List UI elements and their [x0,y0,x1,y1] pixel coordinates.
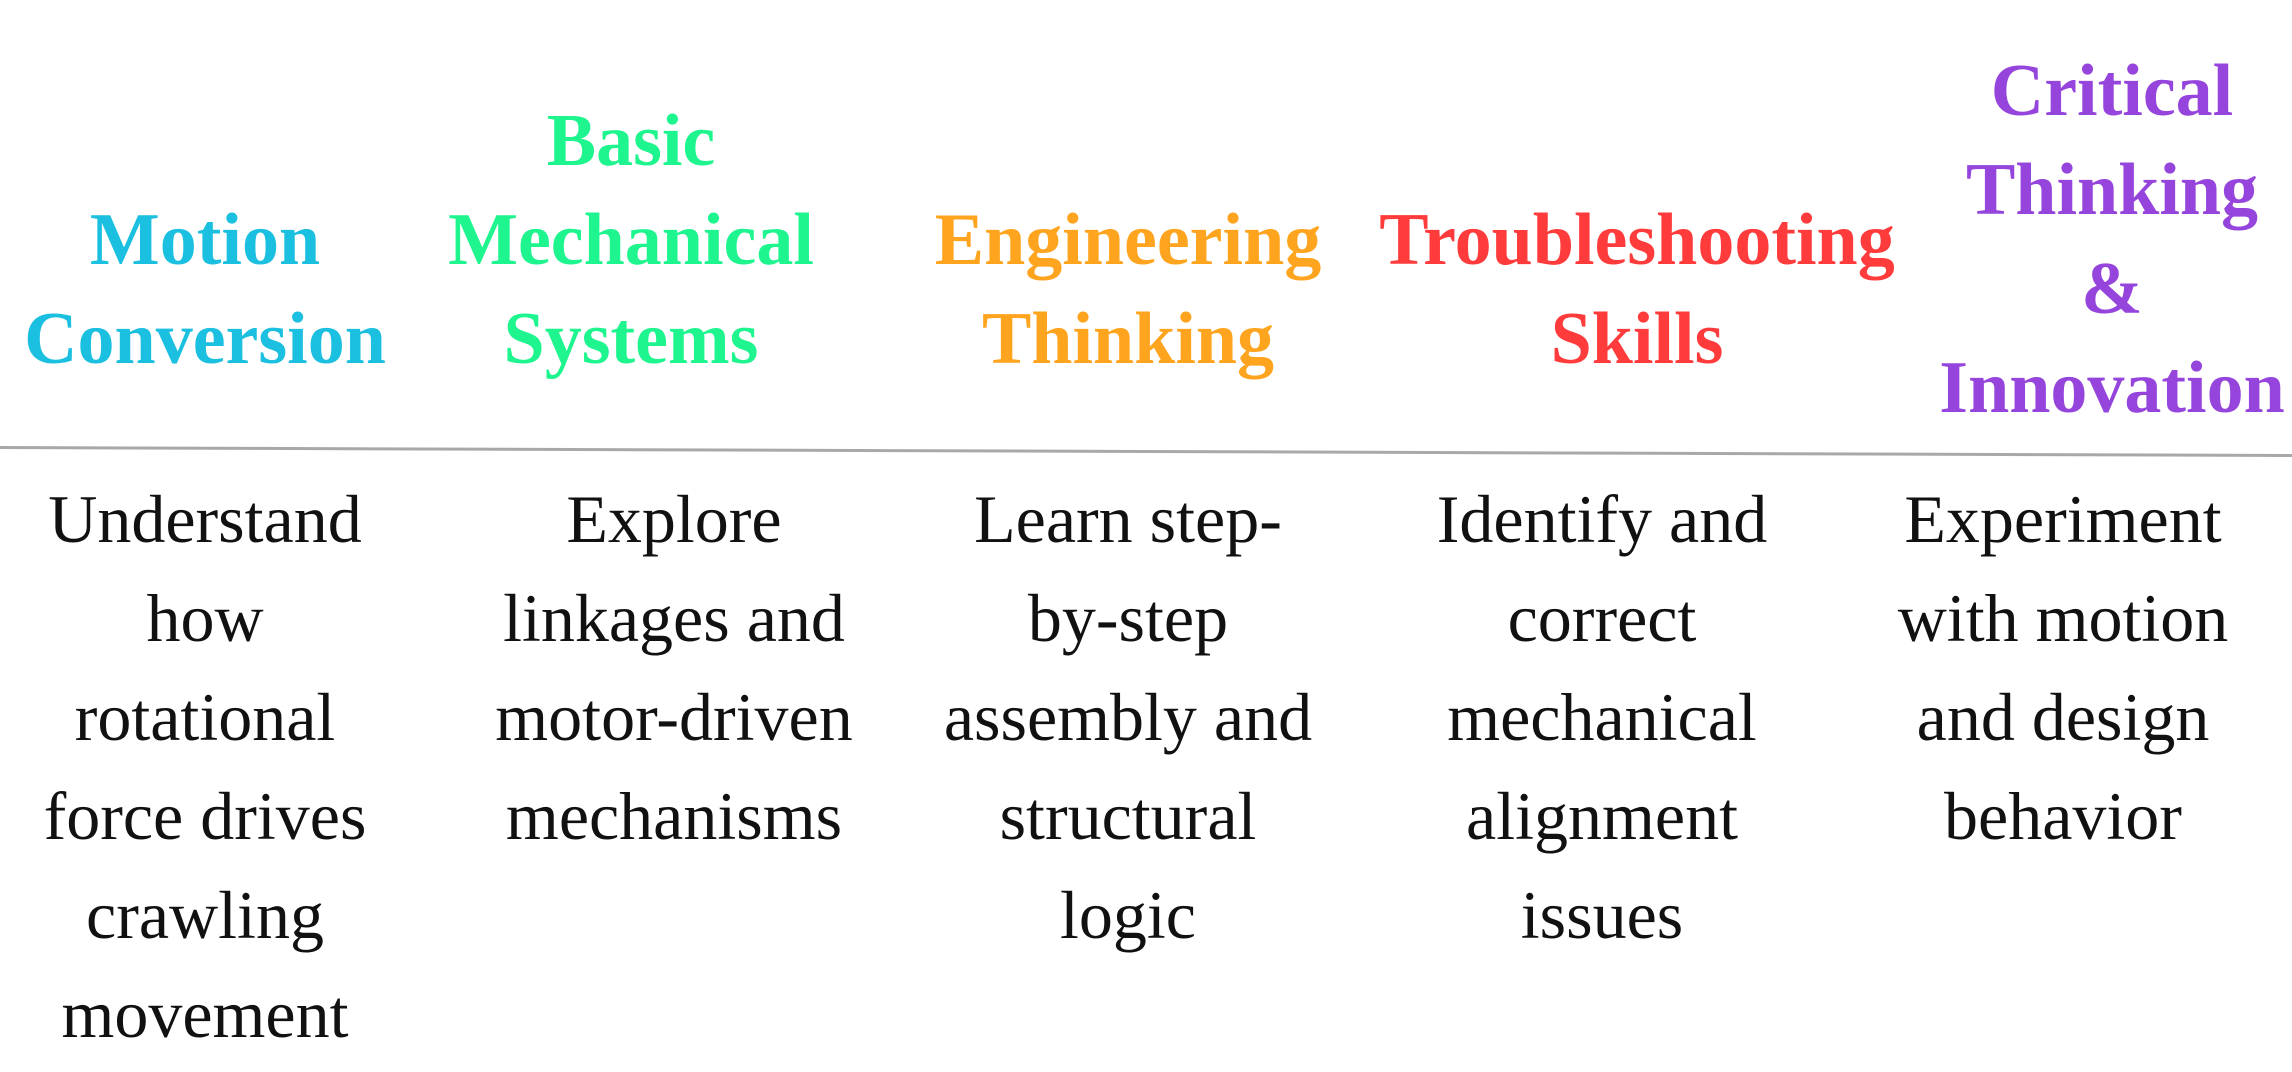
heading-line: Thinking [1965,149,2259,231]
description-line: issues [1520,877,1684,953]
description-line: crawling [86,877,324,953]
heading-line: Critical [1990,50,2234,132]
description-line: Explore [566,481,782,557]
description-basic-mechanical-systems: Explore linkages and motor-driven mechan… [434,470,914,866]
heading-line: Innovation [1939,347,2285,429]
description-line: mechanisms [505,778,843,854]
heading-line: Motion [89,199,321,281]
heading-line: Mechanical [448,198,814,281]
heading-line: Thinking [981,298,1275,380]
description-line: mechanical [1447,679,1757,755]
description-critical-thinking-innovation: Experiment with motion and design behavi… [1823,470,2292,866]
heading-critical-thinking-innovation: Critical Thinking & Innovation [1832,40,2292,440]
description-line: correct [1507,580,1697,656]
description-line: linkages and [503,580,845,656]
heading-basic-mechanical-systems: Basic Mechanical Systems [351,90,911,390]
description-line: Understand [48,481,362,557]
heading-motion-conversion: Motion Conversion [0,140,485,440]
description-line: alignment [1466,778,1738,854]
description-line: Learn step- [974,481,1282,557]
description-line: rotational [74,679,336,755]
heading-line: & [2081,248,2143,330]
description-line: movement [61,976,349,1052]
description-line: force drives [43,778,367,854]
description-motion-conversion: Understand how rotational force drives c… [0,470,445,1064]
description-line: with motion [1897,580,2229,656]
description-line: Experiment [1904,481,2222,557]
divider-line [0,446,2292,458]
description-line: by-step [1027,580,1229,656]
heading-troubleshooting-skills: Troubleshooting Skills [1357,140,1917,440]
description-line: how [146,580,264,656]
description-line: logic [1060,877,1196,953]
heading-line: Systems [503,297,759,380]
description-line: structural [999,778,1257,854]
heading-line: Troubleshooting [1379,199,1895,281]
heading-line: Conversion [24,298,386,380]
heading-engineering-thinking: Engineering Thinking [848,140,1408,440]
description-line: and design [1916,679,2210,755]
heading-line: Basic [546,99,716,182]
description-troubleshooting-skills: Identify and correct mechanical alignmen… [1362,470,1842,965]
heading-line: Engineering [934,199,1322,281]
description-engineering-thinking: Learn step- by-step assembly and structu… [888,470,1368,965]
description-line: Identify and [1436,481,1768,557]
description-line: behavior [1944,778,2182,854]
description-line: assembly and [943,679,1313,755]
heading-line: Skills [1550,298,1724,380]
description-line: motor-driven [495,679,853,755]
